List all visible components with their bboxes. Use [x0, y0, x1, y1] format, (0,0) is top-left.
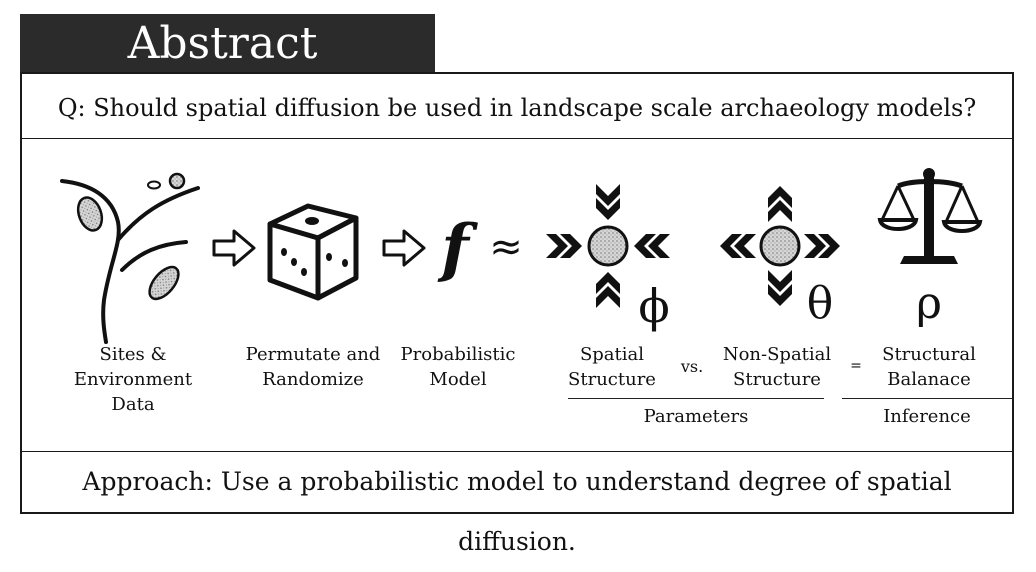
arrow-right-icon [382, 229, 426, 267]
inference-rule [842, 398, 1012, 399]
diagram-graphics: f ≈ ϕ θ ρ [60, 168, 983, 344]
equals-label: = [850, 358, 862, 374]
abstract-title-tab: Abstract [20, 14, 435, 74]
abstract-frame: Q: Should spatial diffusion be used in l… [20, 72, 1014, 556]
caption-probabilistic-model: Probabilistic Model [400, 344, 516, 390]
caption-sites-data: Sites & Environment Data [73, 344, 193, 415]
phi-symbol: ϕ [638, 279, 669, 333]
dice-icon [267, 203, 359, 301]
inward-chevrons-icon [546, 184, 670, 308]
outward-chevrons-icon [720, 186, 840, 306]
vs-label: vs. [680, 357, 704, 376]
inference-label: Inference [883, 406, 971, 427]
parameters-rule [568, 398, 824, 399]
approach-statement: Approach: Use a probabilistic model to u… [22, 451, 1012, 556]
function-symbol: f [437, 211, 478, 286]
arrow-right-icon [212, 229, 256, 267]
rho-symbol: ρ [916, 278, 942, 329]
caption-spatial-structure: Spatial Structure [568, 344, 656, 390]
theta-symbol: θ [807, 278, 834, 329]
abstract-title: Abstract [127, 18, 318, 69]
caption-nonspatial-structure: Non-Spatial Structure [722, 344, 832, 390]
caption-permutate: Permutate and Randomize [245, 344, 381, 390]
research-question: Q: Should spatial diffusion be used in l… [22, 74, 1012, 139]
parameters-label: Parameters [643, 406, 749, 427]
caption-structural-balance: Structural Balanace [882, 344, 976, 390]
river-map-icon [60, 172, 200, 344]
balance-scale-icon [877, 168, 983, 264]
approx-symbol: ≈ [489, 224, 523, 270]
